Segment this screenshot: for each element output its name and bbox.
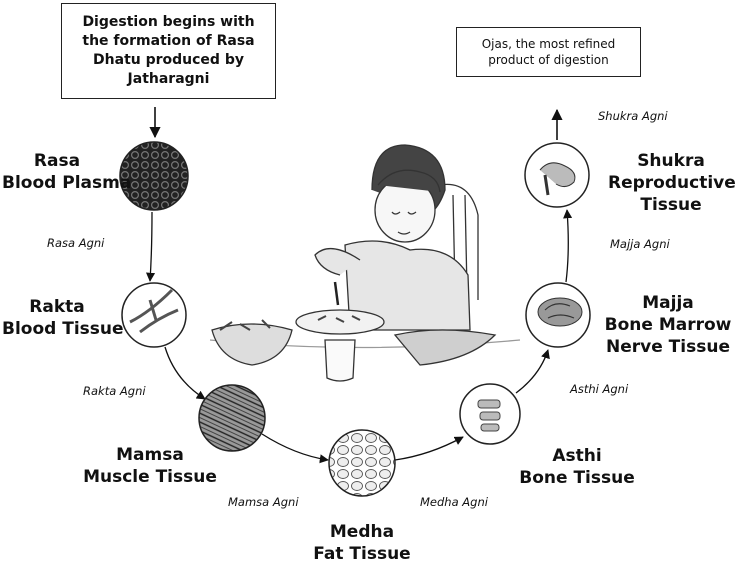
rasa-name: Rasa — [33, 151, 81, 171]
asthi-agni-label: Asthi Agni — [570, 382, 629, 396]
mamsa-label: Mamsa Muscle Tissue — [80, 444, 220, 488]
majja-label: Majja Bone Marrow Nerve Tissue — [602, 292, 734, 358]
mamsa-agni-label: Mamsa Agni — [228, 495, 299, 509]
mamsa-to-medha-arrow — [261, 433, 329, 464]
shukra-label: Shukra Reproductive Tissue — [608, 150, 736, 216]
mamsa-muscle-tissue-image — [198, 384, 266, 452]
rasa-blood-plasma-image — [119, 141, 189, 211]
rakta-agni-label: Rakta Agni — [83, 384, 146, 398]
majja-desc-1: Bone Marrow — [604, 315, 732, 335]
asthi-desc: Bone Tissue — [519, 468, 635, 488]
asthi-bone-tissue-image — [459, 383, 521, 445]
rakta-desc: Blood Tissue — [2, 319, 124, 339]
medha-desc: Fat Tissue — [313, 544, 411, 564]
asthi-name: Asthi — [552, 446, 602, 466]
intro-line-4: Jatharagni — [127, 71, 210, 87]
shukra-desc-2: Tissue — [640, 195, 702, 215]
shukra-name: Shukra — [637, 151, 705, 171]
mamsa-desc: Muscle Tissue — [83, 467, 217, 487]
medha-label: Medha Fat Tissue — [302, 521, 422, 565]
intro-box: Digestion begins with the formation of R… — [61, 3, 276, 99]
majja-desc-2: Nerve Tissue — [606, 337, 730, 357]
intro-line-3: Dhatu produced by — [93, 52, 244, 68]
intro-line-1: Digestion begins with — [82, 14, 255, 30]
majja-to-shukra-arrow — [563, 209, 573, 283]
medha-to-asthi-arrow — [394, 436, 464, 461]
rasa-agni-label: Rasa Agni — [47, 236, 105, 250]
rasa-label: Rasa Blood Plasma — [2, 150, 132, 194]
rakta-name: Rakta — [29, 297, 85, 317]
majja-agni-label: Majja Agni — [610, 237, 670, 251]
shukra-desc-1: Reproductive — [608, 173, 736, 193]
rakta-blood-tissue-image — [121, 282, 187, 348]
medha-fat-tissue-image — [328, 429, 396, 497]
ojas-line-2: product of digestion — [488, 53, 609, 67]
majja-brain-image — [525, 282, 591, 348]
child-eating-illustration — [209, 144, 521, 382]
asthi-to-majja-arrow — [515, 349, 550, 394]
shukra-reproductive-image — [524, 142, 590, 208]
rasa-desc: Blood Plasma — [2, 173, 132, 193]
medha-name: Medha — [329, 522, 395, 542]
shukra-agni-label: Shukra Agni — [598, 109, 668, 123]
ojas-line-1: Ojas, the most refined — [481, 37, 616, 51]
majja-name: Majja — [642, 293, 694, 313]
rakta-to-mamsa-arrow — [164, 346, 206, 400]
mamsa-name: Mamsa — [116, 445, 184, 465]
asthi-label: Asthi Bone Tissue — [517, 445, 637, 489]
ojas-box: Ojas, the most refined product of digest… — [456, 27, 641, 77]
intro-line-2: the formation of Rasa — [82, 33, 255, 49]
rasa-to-rakta-arrow — [145, 211, 156, 282]
medha-agni-label: Medha Agni — [420, 495, 488, 509]
rakta-label: Rakta Blood Tissue — [2, 296, 124, 340]
